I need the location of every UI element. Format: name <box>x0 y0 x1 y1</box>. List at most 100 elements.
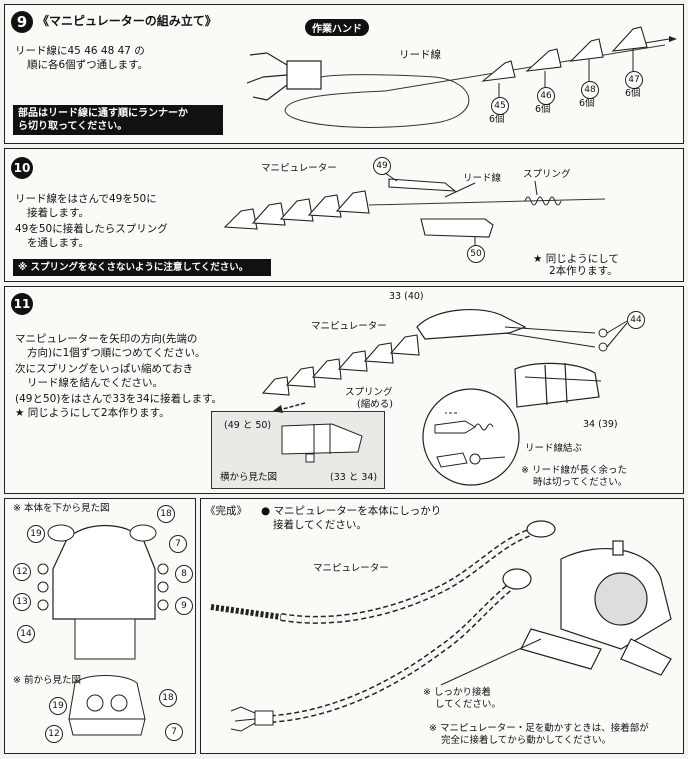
step11-instruction-line5: (49と50)をはさんで33を34に接着します。 <box>15 393 223 405</box>
part-50-label: 50 <box>467 245 485 263</box>
step9-note-line1: 部品はリード線に通す順にランナーか <box>18 108 188 119</box>
step10-same-line1: ★ 同じようにして <box>533 253 619 265</box>
part-48-icon <box>569 38 604 62</box>
part-47-icon <box>611 26 648 52</box>
part-18-label: 18 <box>157 505 175 523</box>
part-46-icon <box>525 48 562 72</box>
step9-section: 9 《マニピュレーターの組み立て》 リード線に45 46 48 47 の 順に各… <box>4 4 684 144</box>
side-view-label2: 横から見た図 <box>220 472 278 483</box>
side-view-label3: (33 と 34) <box>330 472 378 483</box>
part-49-icon <box>388 178 457 192</box>
part-49-label: 49 <box>373 157 391 175</box>
step10-warning: ※ スプリングをなくさないように注意してください。 <box>13 259 271 276</box>
part-8-label: 8 <box>175 565 193 583</box>
front-part-12-label: 12 <box>45 725 63 743</box>
complete-title: 《完成》 <box>205 505 247 517</box>
part-9-label: 9 <box>175 597 193 615</box>
step9-lead-wire-label: リード線 <box>399 49 441 61</box>
part-44-icon <box>598 342 608 352</box>
side-view-label1: (49 と 50) <box>224 420 272 431</box>
step11-instruction-line2: 方向)に1個ずつ順につめてください。 <box>27 347 206 359</box>
step10-same-line2: 2本作ります。 <box>549 265 618 277</box>
bottom-view-section: ※ 本体を下から見た図 19 18 7 12 8 13 9 14 ※ 前から見た… <box>4 498 196 754</box>
step10-instruction-line2: 接着します。 <box>27 207 89 219</box>
step9-title: 《マニピュレーターの組み立て》 <box>37 14 217 28</box>
step10-number: 10 <box>11 157 33 179</box>
segment-icon <box>307 194 342 218</box>
spring-compress-sub: (縮める) <box>357 399 393 410</box>
step9-instruction-line2: 順に各6個ずつ通します。 <box>27 59 149 71</box>
segment-icon <box>251 202 286 226</box>
front-part-19-label: 19 <box>49 697 67 715</box>
step11-instruction-line1: マニピュレーターを矢印の方向(先端の <box>15 333 198 345</box>
part-47-label: 47 <box>625 71 643 89</box>
step10-diagram <box>223 172 606 245</box>
part-46-qty: 6個 <box>535 104 551 115</box>
move-line1: ※ マニピュレーター・足を動かすときは、接着部が <box>429 723 649 734</box>
move-line2: 完全に接着してから動かしてください。 <box>441 735 612 746</box>
segment-icon <box>223 208 258 230</box>
part-33-icon <box>416 309 527 340</box>
part-7-label: 7 <box>169 535 187 553</box>
glue-line1: ※ しっかり接着 <box>423 687 491 698</box>
part-50-icon <box>420 218 494 238</box>
part-13-label: 13 <box>13 593 31 611</box>
part-45-label: 45 <box>491 97 509 115</box>
step10-section: 10 リード線をはさんで49を50に 接着します。 49を50に接着したらスプリ… <box>4 148 684 282</box>
part-14-label: 14 <box>17 625 35 643</box>
step11-number: 11 <box>11 293 33 315</box>
front-view-title: ※ 前から見た図 <box>13 675 81 686</box>
work-hand-label: 作業ハンド <box>305 19 369 36</box>
step9-number: 9 <box>11 11 33 33</box>
segment-icon <box>335 190 370 214</box>
bottom-view-body-icon <box>37 524 169 736</box>
step9-note-line2: ら切り取ってください。 <box>18 121 128 132</box>
part-46-label: 46 <box>537 87 555 105</box>
part-19-label: 19 <box>27 525 45 543</box>
spring-icon <box>524 196 562 206</box>
side-view-box: (49 と 50) 横から見た図 (33 と 34) <box>211 411 385 489</box>
part-44-icon <box>598 328 608 338</box>
complete-note-line2: 接着してください。 <box>273 519 367 531</box>
segment-icon <box>279 198 314 222</box>
side-view-part-icon <box>281 423 363 463</box>
step9-instruction-line1: リード線に45 46 48 47 の <box>15 45 145 57</box>
part-45-icon <box>481 60 516 82</box>
bottom-view-title: ※ 本体を下から見た図 <box>13 503 110 514</box>
step11-instruction-line3: 次にスプリングをいっぱい縮めておき <box>15 363 194 375</box>
part-34-39-label: 34 (39) <box>583 419 618 430</box>
mobile-suit-body-icon <box>502 520 672 676</box>
part-33-40-label: 33 (40) <box>389 291 424 302</box>
part-45-qty: 6個 <box>489 114 505 125</box>
work-hand-icon <box>246 52 322 101</box>
step9-diagram <box>246 26 677 128</box>
part-34-icon <box>514 362 600 408</box>
step11-section: 11 マニピュレーターを矢印の方向(先端の 方向)に1個ずつ順につめてください。… <box>4 286 684 494</box>
front-part-7-label: 7 <box>165 723 183 741</box>
step9-note-box: 部品はリード線に通す順にランナーか ら切り取ってください。 <box>13 105 223 135</box>
step10-instruction-line3: 49を50に接着したらスプリング <box>15 223 168 235</box>
claw-hand-icon <box>230 706 274 732</box>
knot-label: リード線結ぶ <box>525 443 583 454</box>
glue-line2: してください。 <box>435 699 501 710</box>
step11-manipulator-label: マニピュレーター <box>311 321 387 332</box>
step11-instruction-line6: ★ 同じようにして2本作ります。 <box>15 407 170 419</box>
step11-diagram <box>261 309 628 486</box>
complete-diagram <box>210 520 672 732</box>
part-12-label: 12 <box>13 563 31 581</box>
excess-line2: 時は切ってください。 <box>533 477 628 488</box>
step10-instruction-line4: を通します。 <box>27 237 89 249</box>
step10-lead-wire-label: リード線 <box>463 173 502 184</box>
part-48-qty: 6個 <box>579 98 595 109</box>
step10-spring-label: スプリング <box>523 169 571 180</box>
part-44-label: 44 <box>627 311 645 329</box>
step10-manipulator-label: マニピュレーター <box>261 163 337 174</box>
front-part-18-label: 18 <box>159 689 177 707</box>
step11-instruction-line4: リード線を結んでください。 <box>27 377 163 389</box>
spring-compress-label: スプリング <box>345 387 393 398</box>
complete-note-line1: ● マニピュレーターを本体にしっかり <box>261 505 442 517</box>
detail-zoom-icon <box>422 388 520 486</box>
complete-section: 《完成》 ● マニピュレーターを本体にしっかり 接着してください。 マニピュレー… <box>200 498 684 754</box>
step10-instruction-line1: リード線をはさんで49を50に <box>15 193 157 205</box>
complete-manipulator-label: マニピュレーター <box>313 563 389 574</box>
